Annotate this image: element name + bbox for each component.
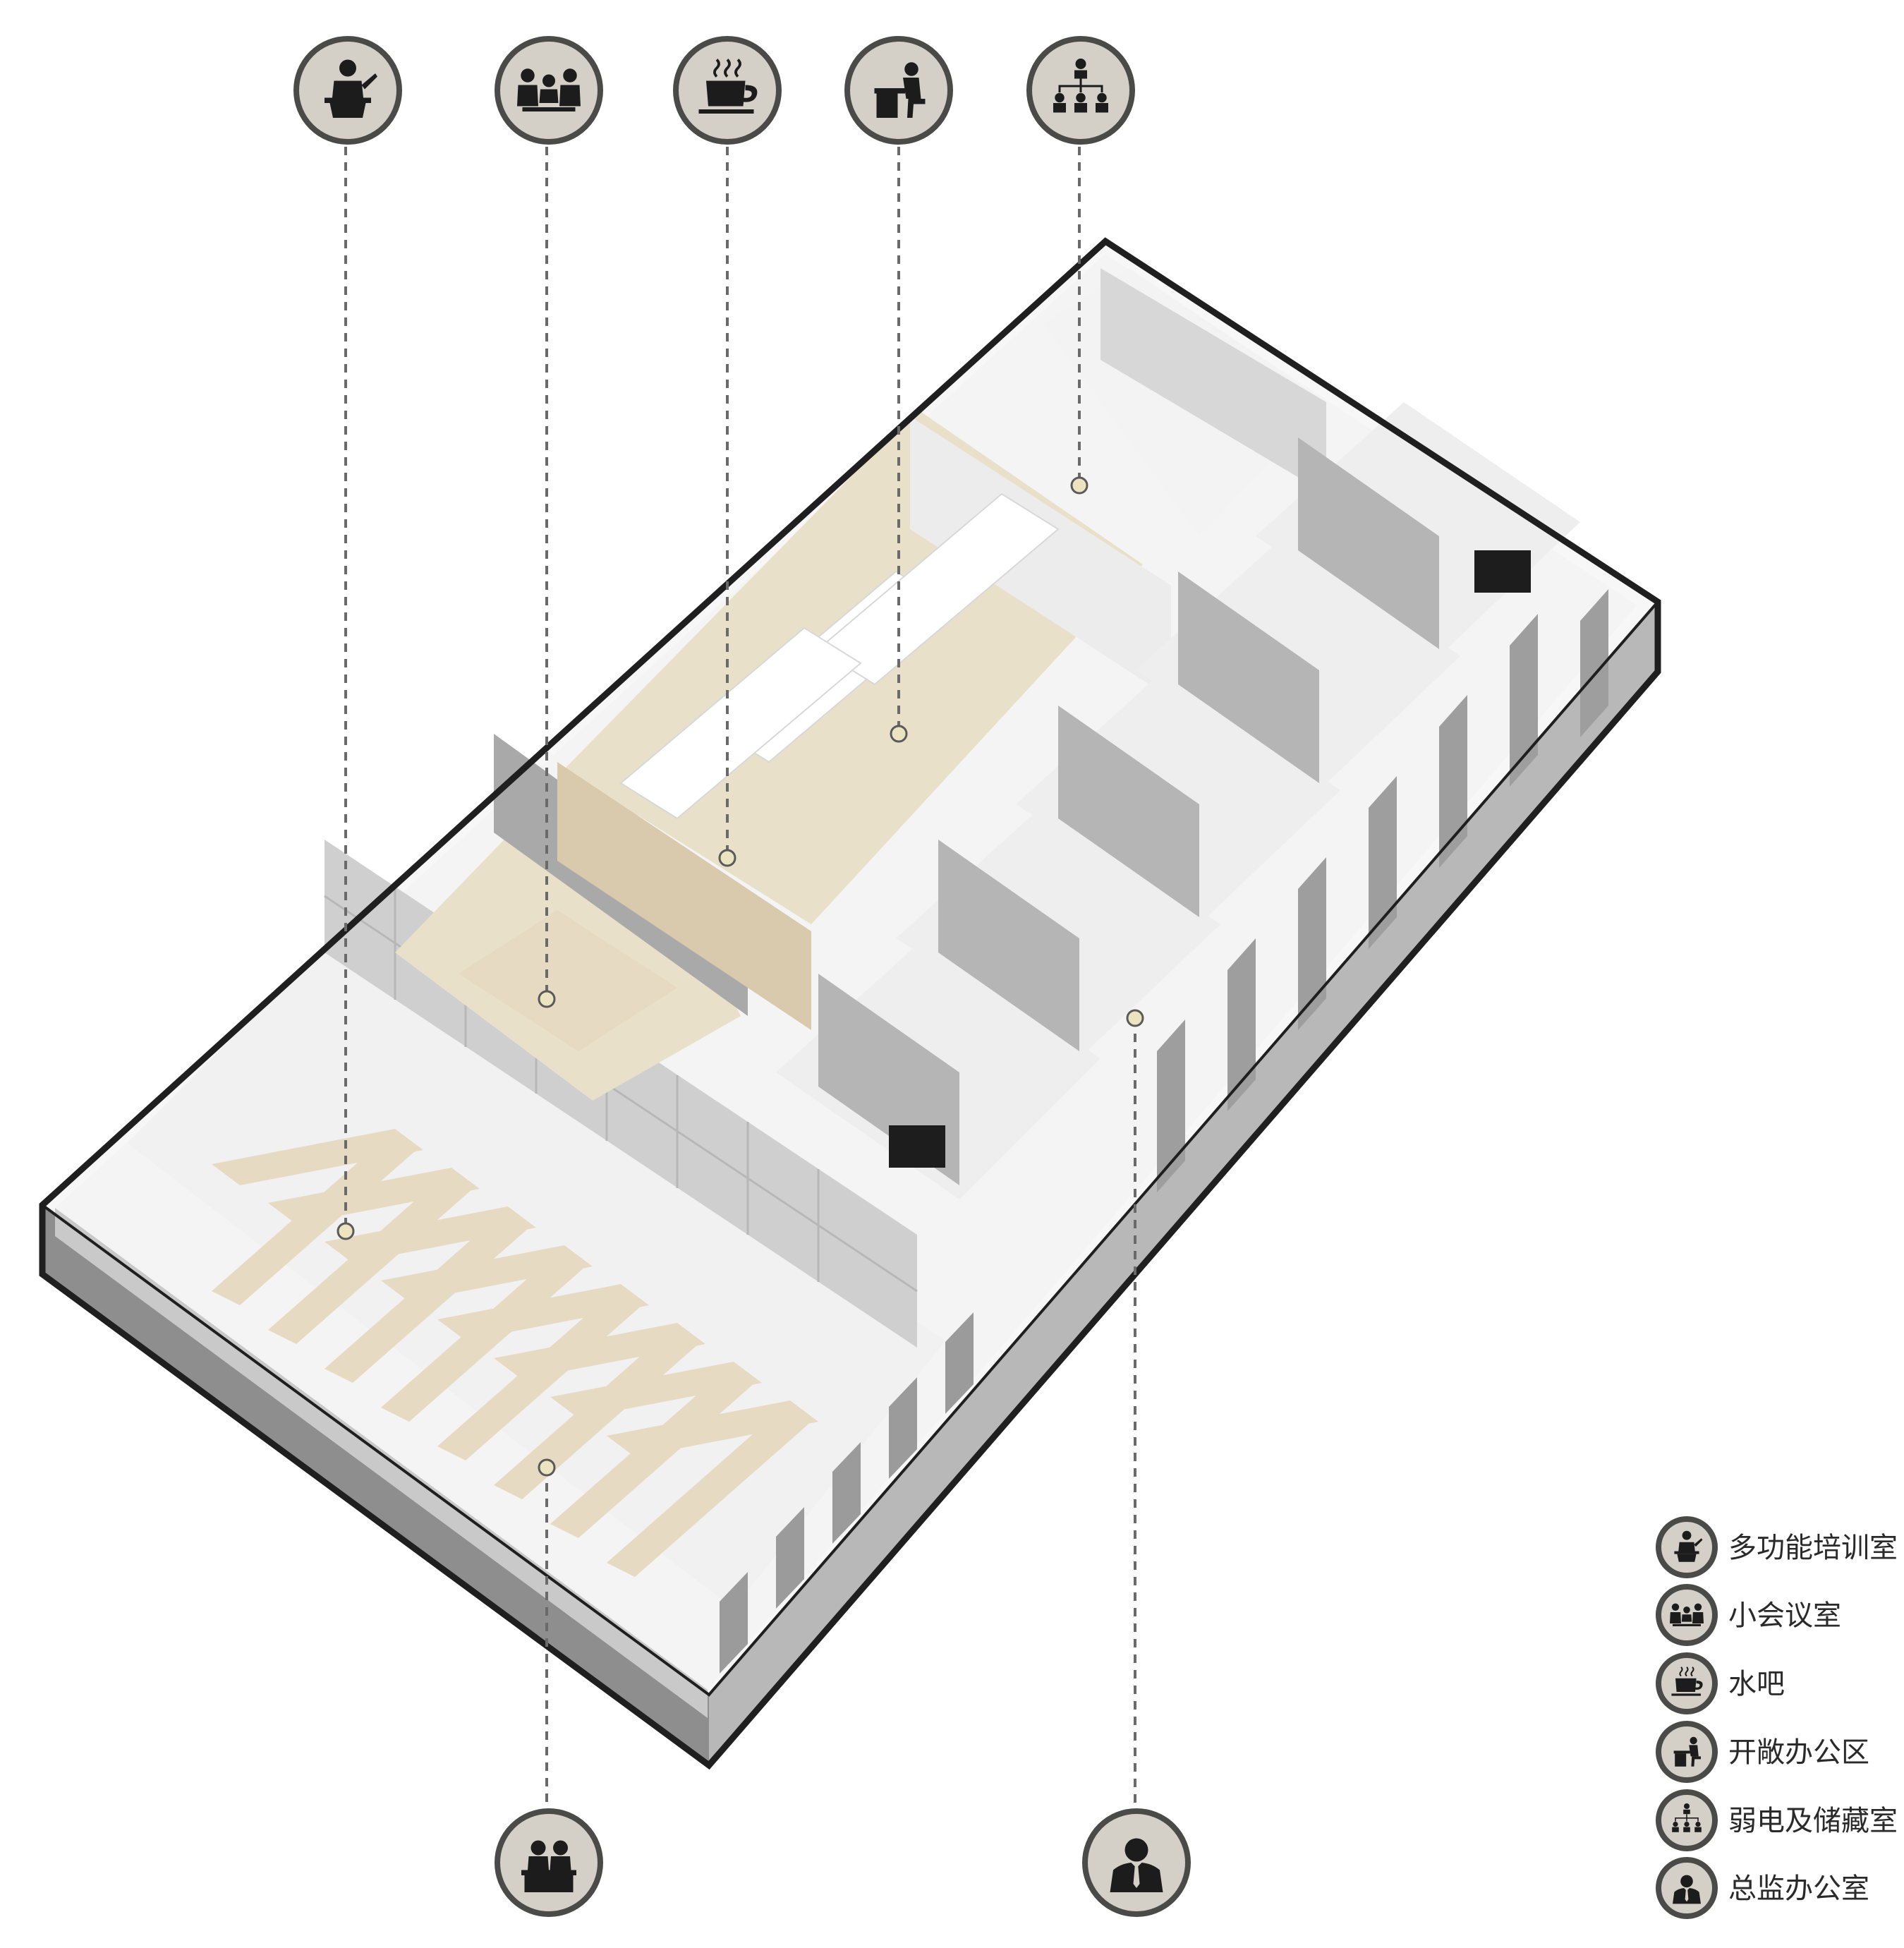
legend: 多功能培训室 小会议室 水吧 开敞办公区 弱电及储藏室 总监办公室 [1656, 1516, 1898, 1919]
bottom-icon-row [495, 1808, 1191, 1917]
executive-offices [776, 402, 1580, 1199]
desk-worker-icon [844, 36, 953, 145]
right-window-fins [1157, 589, 1608, 1192]
window-fins [720, 1312, 974, 1674]
legend-item: 水吧 [1656, 1652, 1785, 1714]
leader-dots [336, 476, 1144, 1477]
reception-desk-icon [495, 1808, 603, 1917]
legend-item: 多功能培训室 [1656, 1516, 1898, 1578]
legend-label: 小会议室 [1728, 1599, 1841, 1632]
legend-label: 多功能培训室 [1728, 1532, 1898, 1564]
legend-item: 小会议室 [1656, 1584, 1841, 1646]
meeting-table [459, 910, 677, 1051]
legend-item: 弱电及储藏室 [1656, 1789, 1898, 1851]
coffee-cup-icon [673, 36, 782, 145]
top-icon-row [293, 36, 1135, 145]
legend-item: 开敞办公区 [1656, 1721, 1869, 1783]
slab-front-right-face [709, 602, 1656, 1763]
legend-label: 总监办公室 [1728, 1873, 1869, 1905]
presenter-podium-icon [293, 36, 402, 145]
executive-person-icon [1082, 1808, 1191, 1917]
storage-room-wall [1100, 268, 1326, 494]
meeting-group-icon [495, 36, 603, 145]
wood-partition [557, 762, 811, 1030]
legend-label: 弱电及储藏室 [1728, 1805, 1898, 1837]
training-desks-angled [212, 1136, 811, 1577]
legend-item: 总监办公室 [1656, 1857, 1869, 1919]
org-chart-icon [1026, 36, 1135, 145]
leader-lines [344, 147, 1136, 1803]
outline-edge [41, 600, 1659, 1697]
open-office-back-wall [910, 416, 1171, 698]
open-office-desks [619, 492, 1060, 820]
legend-label: 水吧 [1728, 1668, 1785, 1700]
floor-plan-model [39, 237, 1661, 1770]
legend-label: 开敞办公区 [1728, 1736, 1869, 1769]
